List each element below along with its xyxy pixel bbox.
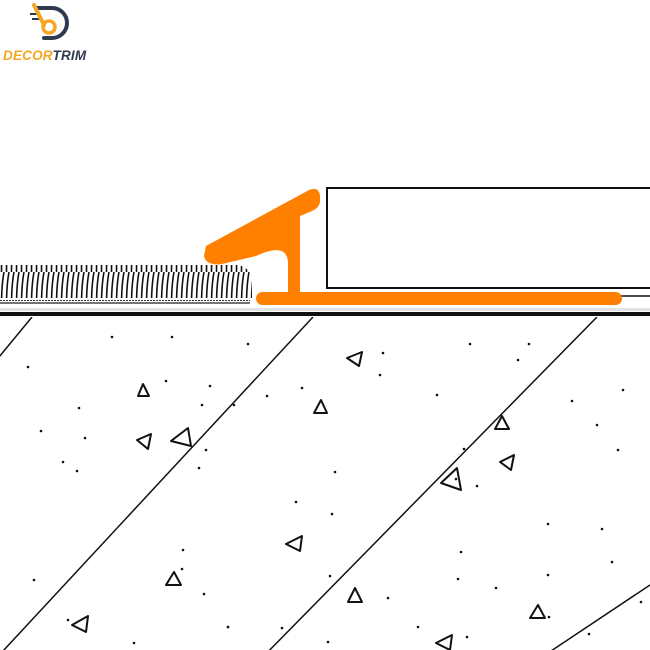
carpet bbox=[0, 265, 252, 304]
tile bbox=[326, 187, 650, 289]
brand-name-part1: DECOR bbox=[3, 48, 53, 63]
brand-logo: DECORTRIM bbox=[0, 0, 100, 72]
brand-name: DECORTRIM bbox=[3, 48, 86, 63]
logo-icon bbox=[30, 3, 69, 40]
concrete-screed bbox=[0, 317, 650, 650]
brand-name-part2: TRIM bbox=[52, 48, 87, 63]
trim-profile bbox=[204, 188, 622, 305]
substrate-top-line bbox=[0, 312, 650, 316]
